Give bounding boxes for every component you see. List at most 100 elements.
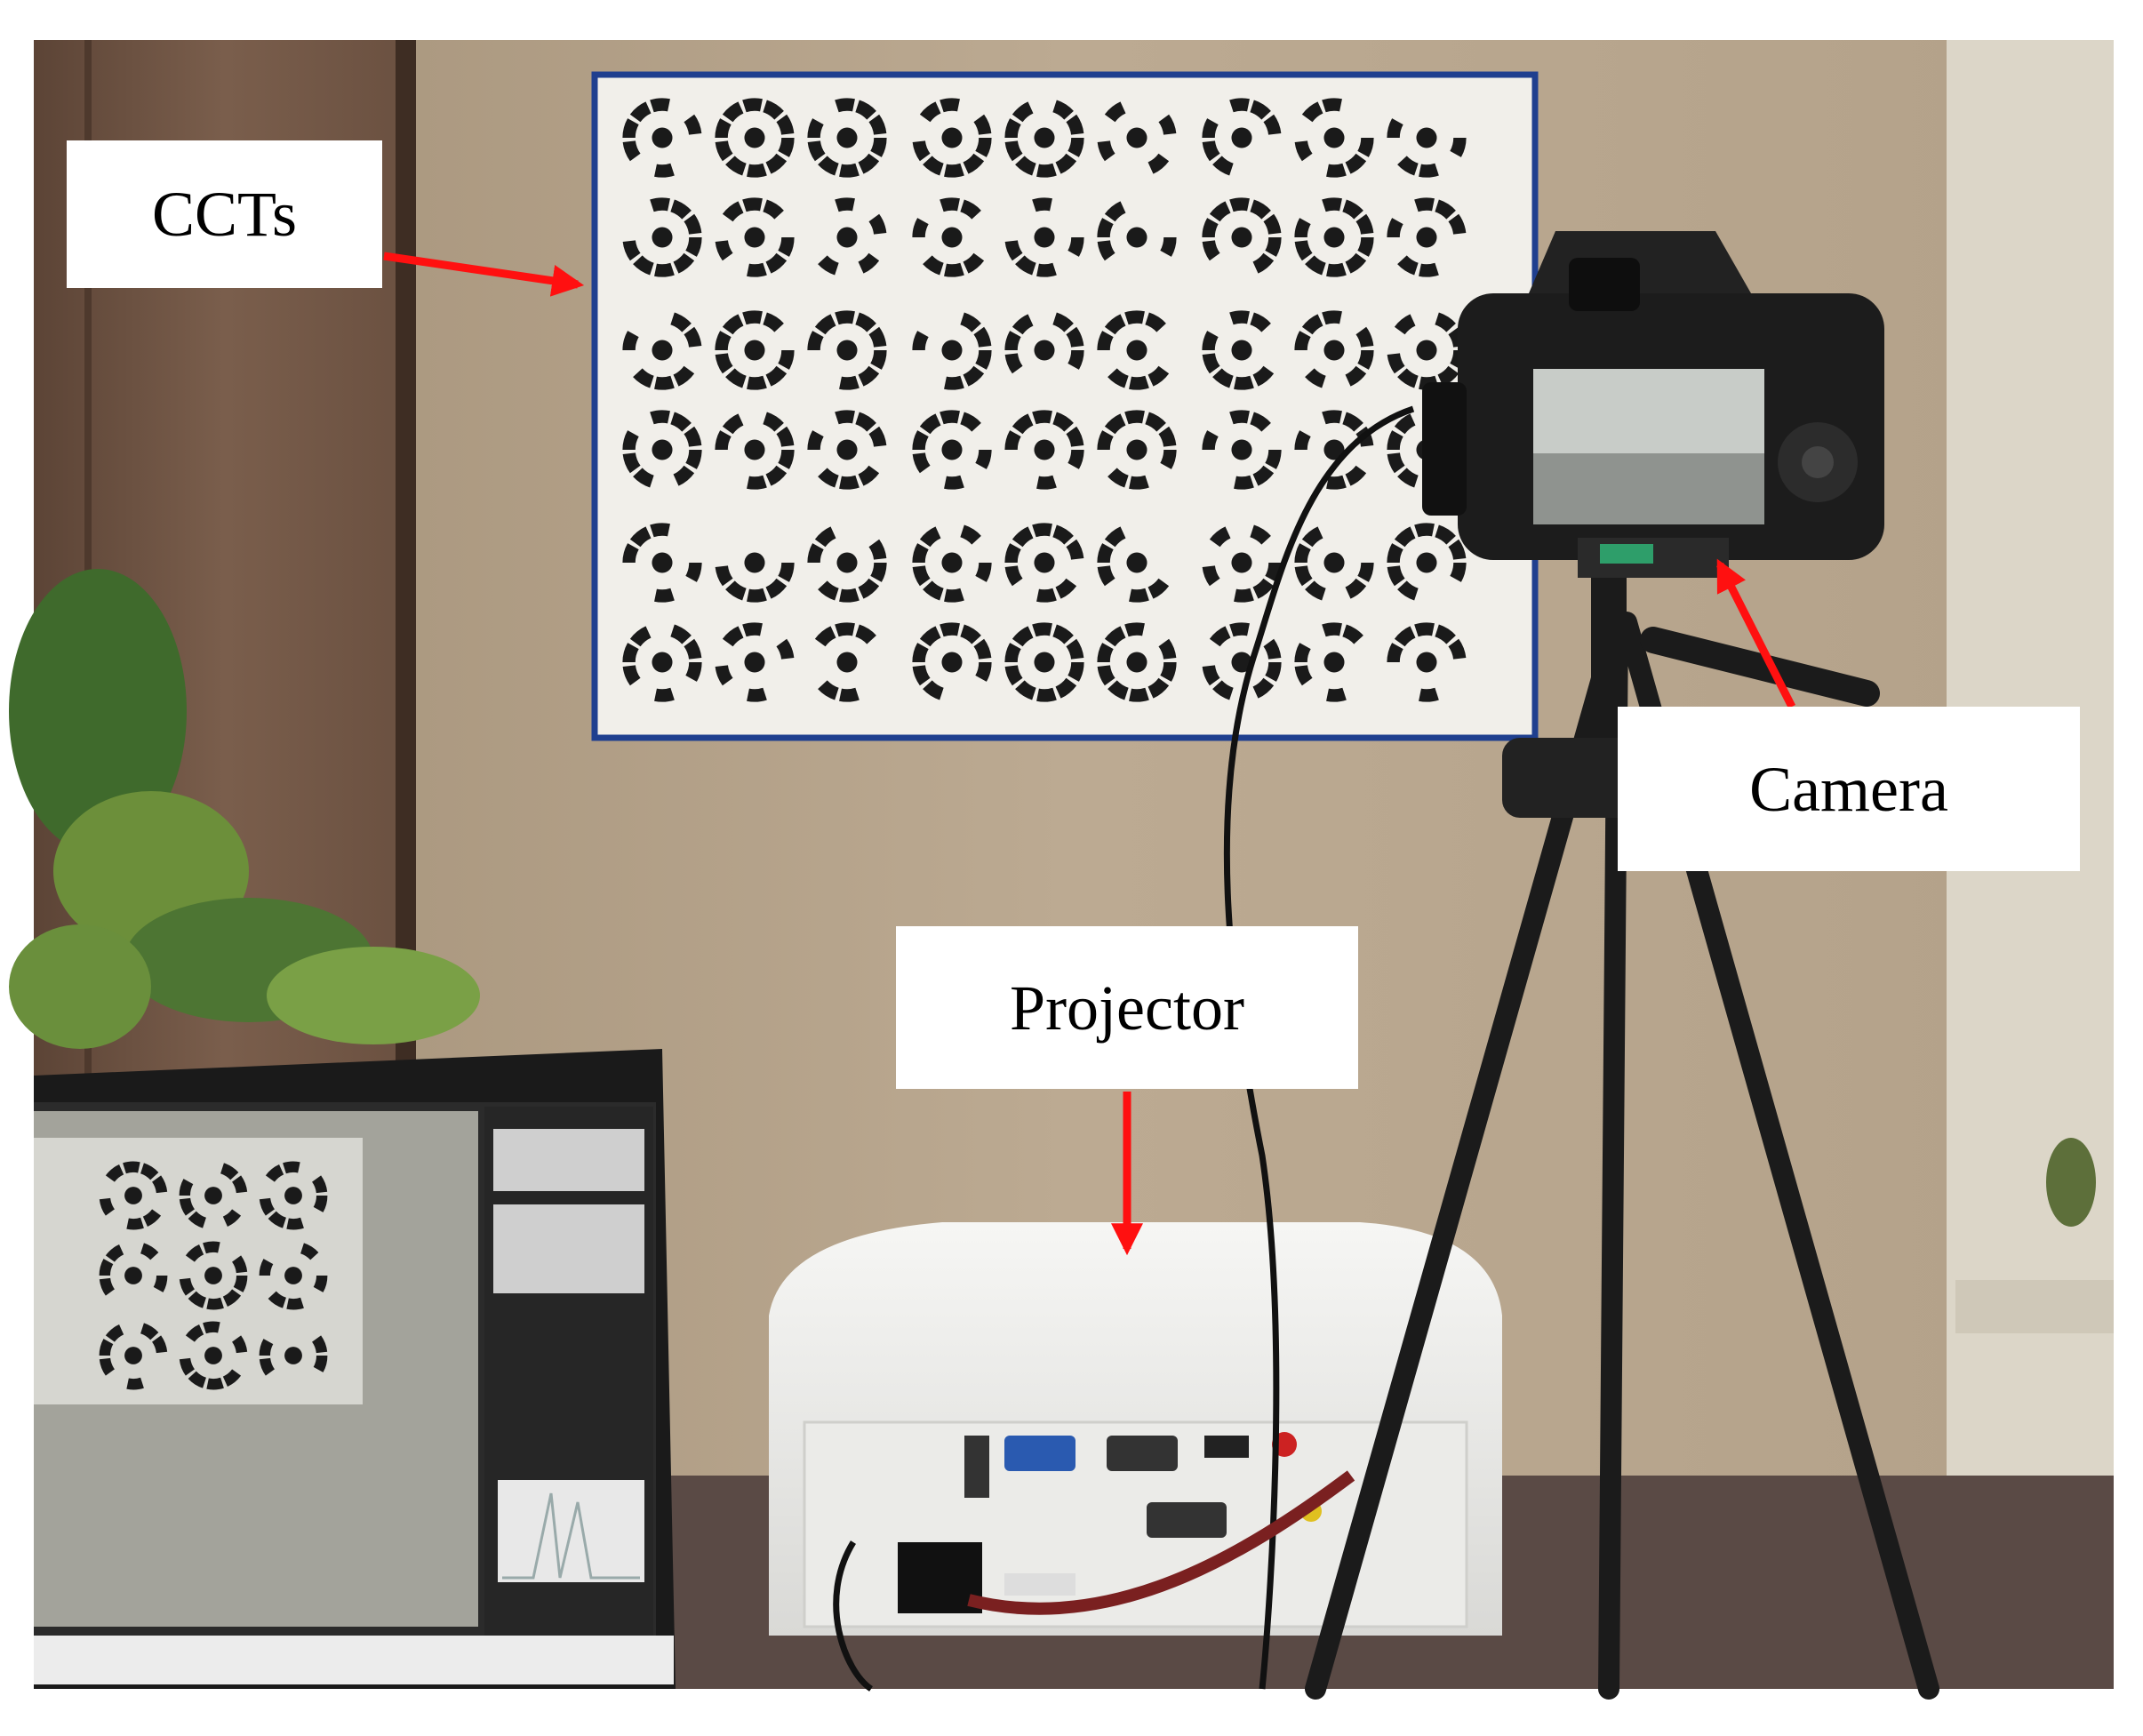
cct-ring-segment	[1397, 368, 1419, 388]
cct-ring-segment	[185, 1324, 204, 1342]
cct-ring-segment	[1036, 262, 1057, 277]
cct-ring-segment	[919, 101, 941, 123]
cct-center-dot	[1034, 652, 1055, 673]
cct-ring-segment	[765, 365, 788, 387]
cct-ring-segment	[1414, 197, 1435, 212]
cct-center-dot	[836, 340, 858, 361]
cct-center-dot	[744, 340, 765, 361]
cct-ring-segment	[179, 1357, 196, 1376]
cct-ring-segment	[959, 199, 981, 220]
cct-ring-segment	[1322, 197, 1342, 212]
cct-ring-segment	[940, 197, 960, 212]
cct-center-dot	[744, 127, 765, 148]
cct-ring-segment	[1252, 677, 1275, 699]
cct-ring-segment	[963, 153, 985, 174]
cct-ring-segment	[1004, 664, 1023, 686]
projector-label: Projector	[896, 926, 1358, 1089]
cct-ring-segment	[622, 118, 639, 139]
cct-center-dot	[1034, 340, 1055, 361]
cct-center-dot	[652, 227, 673, 248]
cct-center-dot	[652, 127, 673, 148]
cct-ring-segment	[1249, 199, 1271, 220]
cct-ring-segment	[105, 1244, 124, 1262]
cct-ring-segment	[1387, 452, 1405, 474]
cct-ring-segment	[286, 1217, 304, 1230]
cct-ring-segment	[742, 622, 763, 637]
cct-ring-segment	[807, 543, 824, 564]
cct-center-dot	[1416, 127, 1437, 148]
cct-ring-segment	[685, 449, 702, 469]
cct-ring-segment	[868, 326, 887, 348]
cct-ring-segment	[1004, 430, 1021, 451]
cct-ring-segment	[650, 523, 670, 538]
cct-ring-segment	[1263, 638, 1282, 660]
cct-ring-segment	[1229, 197, 1250, 212]
cct-ring-segment	[1394, 526, 1416, 548]
cct-ring-segment	[685, 562, 702, 582]
cct-ring-segment	[1294, 140, 1313, 162]
cct-ring-segment	[715, 564, 733, 587]
cct-ring-segment	[1387, 218, 1403, 238]
cct-ring-segment	[1434, 624, 1456, 644]
cct-ring-segment	[762, 312, 784, 332]
cct-ring-segment	[747, 687, 767, 702]
cct-ring-segment	[839, 163, 860, 178]
cct-ring-segment	[747, 163, 767, 178]
cct-ring-segment	[1294, 543, 1311, 564]
cct-ring-segment	[839, 687, 860, 702]
cct-center-dot	[284, 1187, 302, 1204]
cct-ring-segment	[1229, 98, 1250, 113]
cct-ring-segment	[814, 626, 836, 647]
cct-ring-segment	[622, 239, 641, 261]
cct-ring-segment	[1004, 643, 1021, 663]
cct-ring-segment	[747, 588, 767, 603]
cct-ring-segment	[818, 255, 840, 276]
cct-ring-segment	[807, 118, 824, 139]
cct-ring-segment	[1160, 449, 1177, 469]
cct-ring-segment	[1326, 687, 1347, 702]
cct-ring-segment	[669, 624, 692, 644]
cct-ring-segment	[233, 1275, 248, 1292]
cct-ring-segment	[1229, 410, 1250, 425]
cct-ring-segment	[870, 137, 887, 157]
cct-center-dot	[1231, 439, 1252, 460]
cct-ring-segment	[835, 197, 855, 212]
cct-ring-segment	[940, 98, 960, 113]
cct-ring-segment	[1305, 580, 1327, 601]
cct-ring-segment	[1341, 199, 1363, 220]
cct-ring-segment	[1326, 163, 1347, 178]
cct-ring-segment	[1097, 664, 1115, 686]
cct-ring-segment	[835, 98, 855, 113]
cct-ring-segment	[1097, 218, 1114, 238]
cct-ring-segment	[1097, 140, 1115, 162]
cct-ring-segment	[669, 312, 692, 332]
cct-ring-segment	[1068, 137, 1084, 157]
cct-ring-segment	[912, 543, 929, 564]
cct-ring-segment	[762, 199, 784, 220]
cct-center-dot	[652, 552, 673, 573]
cct-ring-segment	[1202, 664, 1220, 686]
cct-ring-segment	[1397, 156, 1419, 176]
cct-ring-segment	[629, 526, 652, 548]
cct-ring-segment	[762, 100, 784, 120]
cct-ring-segment	[854, 100, 876, 120]
cct-center-dot	[1034, 552, 1055, 573]
cct-ring-segment	[1419, 262, 1439, 277]
cct-ring-segment	[912, 452, 931, 474]
cct-ring-segment	[1345, 153, 1367, 174]
cct-ring-segment	[1015, 156, 1037, 176]
cct-ring-segment	[1129, 375, 1149, 390]
cct-ring-segment	[1055, 677, 1077, 699]
cct-center-dot	[1126, 439, 1147, 460]
cct-center-dot	[836, 439, 858, 460]
cct-ring-segment	[854, 312, 876, 332]
cct-ring-segment	[747, 475, 767, 490]
cct-ring-segment	[1355, 213, 1374, 236]
cct-ring-segment	[1144, 312, 1166, 332]
cct-ring-segment	[747, 262, 767, 277]
cct-ring-segment	[1004, 140, 1023, 162]
cct-ring-segment	[1012, 101, 1034, 123]
cct-center-dot	[1323, 127, 1345, 148]
cct-ring-segment	[1209, 526, 1231, 548]
cct-center-dot	[941, 439, 963, 460]
